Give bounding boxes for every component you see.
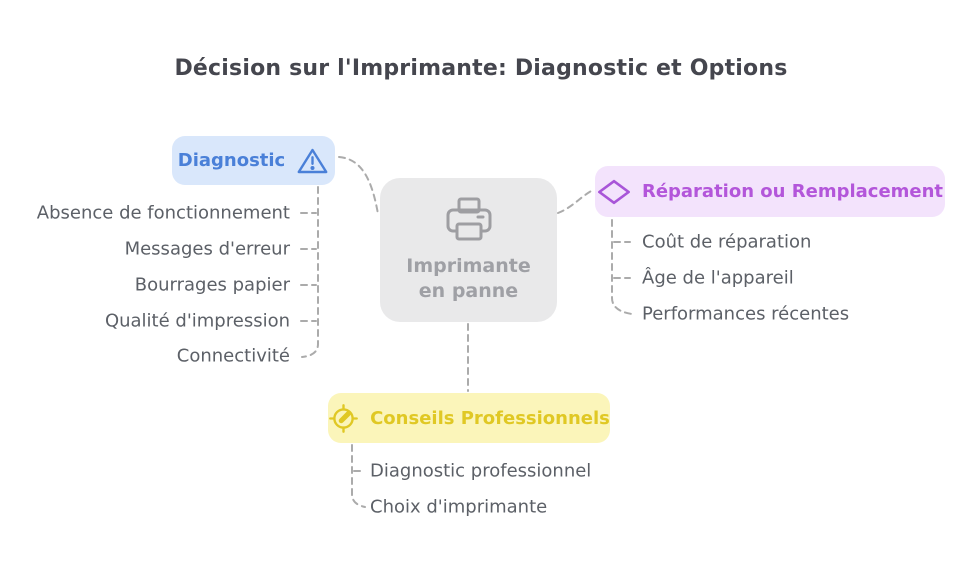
center-node-label-line1: Imprimante xyxy=(406,255,531,277)
leaf-absence-de-fonctionnement: Absence de fonctionnement xyxy=(36,202,290,224)
leaf-messages-derreur: Messages d'erreur xyxy=(124,238,290,260)
node-diagnostic-label: Diagnostic xyxy=(177,150,286,171)
node-repair-label: Réparation ou Remplacement xyxy=(641,181,944,202)
leaf-performances-recentes: Performances récentes xyxy=(642,303,850,325)
leaf-cout-de-reparation: Coût de réparation xyxy=(642,231,812,253)
node-advice-label: Conseils Professionnels xyxy=(370,407,610,429)
node-reparation-ou-remplacement[interactable]: Réparation ou Remplacement xyxy=(595,166,945,217)
node-conseils-professionnels[interactable]: Conseils Professionnels xyxy=(328,393,610,443)
node-diagnostic[interactable]: Diagnostic xyxy=(172,136,335,185)
leaf-bourrages-papier: Bourrages papier xyxy=(134,274,290,296)
center-node-printer[interactable]: Imprimante en panne xyxy=(380,178,557,322)
printer-icon xyxy=(444,196,494,254)
diamond-icon xyxy=(597,178,631,206)
center-node-label-line2: en panne xyxy=(418,280,519,302)
leaf-diagnostic-professionnel: Diagnostic professionnel xyxy=(370,460,592,482)
leaf-age-de-lappareil: Âge de l'appareil xyxy=(642,267,794,289)
leaf-choix-dimprimante: Choix d'imprimante xyxy=(370,496,548,518)
leaf-connectivite: Connectivité xyxy=(176,345,290,367)
leaf-qualite-dimpression: Qualité d'impression xyxy=(104,310,290,332)
page-title: Décision sur l'Imprimante: Diagnostic et… xyxy=(174,56,788,81)
compass-icon xyxy=(328,403,359,434)
warning-triangle-icon xyxy=(296,146,329,176)
